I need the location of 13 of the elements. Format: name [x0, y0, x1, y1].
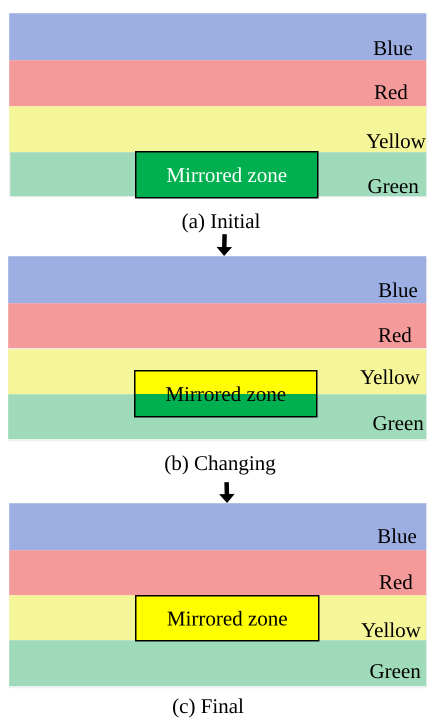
panel-label: (a) Initial — [182, 213, 260, 232]
mirrored-zone-box: Mirrored zone — [135, 595, 320, 642]
panel-label: (b) Changing — [165, 455, 276, 475]
colour-band: Blue — [9, 503, 426, 550]
panel-label: (c) Final — [173, 698, 244, 718]
colour-band: Red — [9, 550, 426, 596]
colour-band: Blue — [9, 13, 426, 60]
mirrored-zone-box: Mirrored zone — [135, 151, 318, 198]
colour-band: Green — [9, 640, 426, 686]
colour-band: Yellow — [9, 106, 426, 152]
colour-band: Red — [8, 303, 426, 348]
colour-band: Blue — [8, 256, 426, 304]
colour-band: Red — [9, 60, 426, 106]
